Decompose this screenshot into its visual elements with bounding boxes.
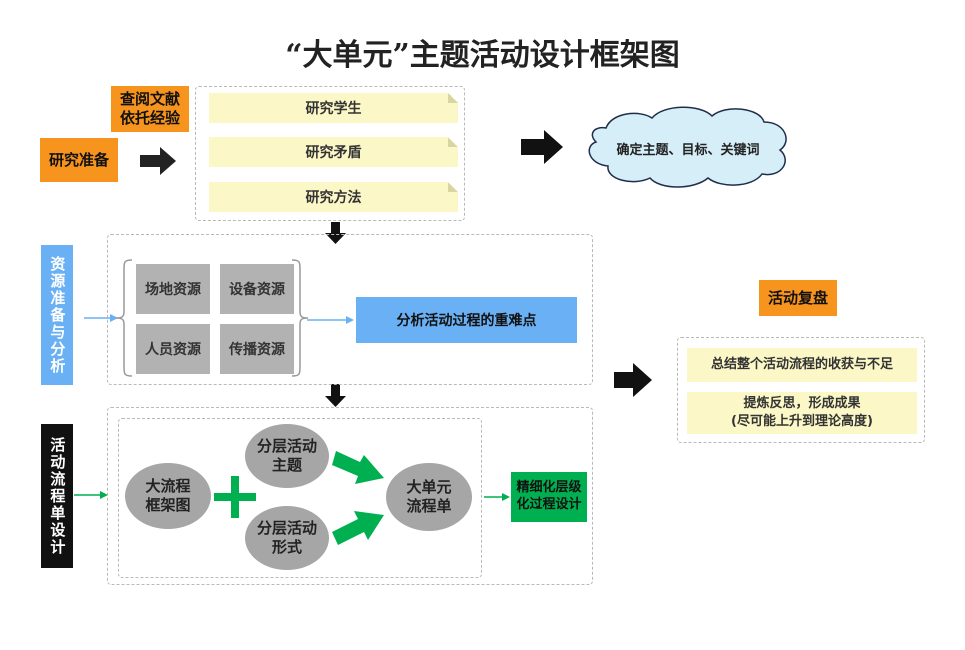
review-group [677,337,925,443]
resource-personnel: 人员资源 [136,324,210,374]
note-research-students: 研究学生 [209,93,458,123]
outcome-cloud-text: 确定主题、目标、关键词 [616,142,760,158]
arrow-right-icon [140,147,176,175]
research-items-group [195,86,465,221]
big-framework-ellipse: 大流程 框架图 [125,463,211,529]
analysis-box: 分析活动过程的重难点 [356,297,577,343]
resource-media: 传播资源 [220,324,294,374]
unit-flow-ellipse: 大单元 流程单 [386,463,472,531]
resource-equipment: 设备资源 [220,264,294,314]
green-arrow-icon [332,451,384,484]
green-arrow-icon [332,511,384,545]
refined-design-box: 精细化层级 化过程设计 [511,472,587,522]
arrow-down-icon [325,384,346,407]
note-label: 研究方法 [305,190,362,206]
note-label: 研究矛盾 [305,145,362,161]
flow-group-inner [118,418,482,578]
resources-label: 资源准备与分析 [41,245,73,385]
arrow-right-icon [521,130,563,164]
page-title: “大单元”主题活动设计框架图 [285,38,680,73]
resources-group [107,234,593,385]
reference-label: 查阅文献 依托经验 [111,86,189,132]
flow-group-outer [107,407,593,585]
research-prep-label: 研究准备 [40,138,118,182]
resource-venue: 场地资源 [136,264,210,314]
note-label: 研究学生 [305,101,362,117]
arrow-right-icon [614,363,652,397]
theme-ellipse: 分层活动 主题 [245,424,329,488]
review-reflection: 提炼反思，形成成果 (尽可能上升到理论高度) [687,392,917,434]
form-ellipse: 分层活动 形式 [245,506,329,570]
cloud-shape [588,106,787,188]
review-summary: 总结整个活动流程的收获与不足 [687,348,917,382]
note-research-contradictions: 研究矛盾 [209,137,458,167]
review-label: 活动复盘 [759,280,837,316]
arrow-down-icon [325,222,346,244]
flow-label: 活动流程单设计 [41,424,73,568]
note-research-methods: 研究方法 [209,182,458,212]
